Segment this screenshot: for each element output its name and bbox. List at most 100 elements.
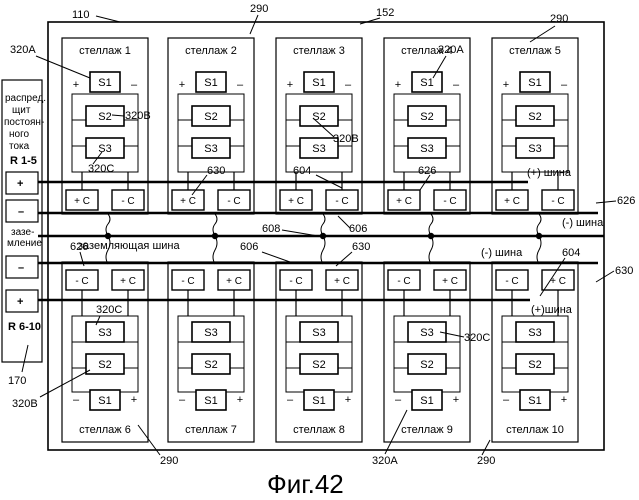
ref-110-arrow — [96, 16, 120, 22]
panel-title-line-5: тока — [9, 141, 30, 152]
ref-630-bottom: 630 — [352, 241, 370, 253]
rack-2-neg-connector-label: - C — [227, 196, 240, 207]
rack-8-neg-connector-label: - C — [289, 276, 302, 287]
rack-3-pos-connector-label: + C — [288, 196, 304, 207]
rack-9-plus-mark: + — [453, 394, 459, 406]
rack-4-s3-label: S3 — [420, 143, 433, 155]
ref-320c-rack6: 320C — [96, 304, 122, 316]
ref-290-right: 290 — [550, 13, 568, 25]
rack-4-neg-connector-label: - C — [443, 196, 456, 207]
rack-1: стеллаж 1+–S1S2S3+ C- C — [62, 38, 148, 214]
panel-group-bottom: R 6-10 — [8, 321, 41, 333]
rack-8-minus-mark: – — [287, 394, 294, 406]
ref-110: 110 — [72, 9, 90, 21]
rack-5: стеллаж 5+–S1S2S3+ C- C — [492, 38, 578, 214]
rack-1-minus-mark: – — [131, 79, 138, 91]
ground-lead-bottom-4 — [429, 236, 433, 264]
panel-group-top: R 1-5 — [10, 155, 37, 167]
rack-3-s2-label: S2 — [312, 111, 325, 123]
rack-10: - C+ CS3S2S1–+стеллаж 10 — [492, 262, 578, 442]
rack-3-s1-label: S1 — [312, 77, 325, 89]
rack-2-minus-mark: – — [237, 79, 244, 91]
pos-bus-bottom-label: (+)шина — [531, 304, 573, 316]
ref-320a-left-arrow — [36, 56, 90, 78]
rack-9-s3-label: S3 — [420, 327, 433, 339]
rack-1-plus-mark: + — [73, 79, 79, 91]
neg-bus-bottom-label: (-) шина — [481, 247, 523, 259]
rack-7-title: стеллаж 7 — [185, 424, 237, 436]
rack-8-plus-mark: + — [345, 394, 351, 406]
ground-lead-top-2 — [213, 214, 217, 236]
rack-8-s3-label: S3 — [312, 327, 325, 339]
ref-606-top: 606 — [349, 223, 367, 235]
ref-290-top: 290 — [250, 3, 268, 15]
rack-6: - C+ CS3S2S1–+стеллаж 6 — [62, 262, 148, 442]
rack-4-plus-mark: + — [395, 79, 401, 91]
rack-10-minus-mark: – — [503, 394, 510, 406]
rack-2-s3-label: S3 — [204, 143, 217, 155]
rack-5-title: стеллаж 5 — [509, 45, 561, 57]
rack-3-neg-connector-label: - C — [335, 196, 348, 207]
rack-4-s2-label: S2 — [420, 111, 433, 123]
rack-10-title: стеллаж 10 — [506, 424, 564, 436]
racks-top-row: стеллаж 1+–S1S2S3+ C- Cстеллаж 2+–S1S2S3… — [62, 38, 578, 214]
rack-2-s2-label: S2 — [204, 111, 217, 123]
rack-6-pos-connector-label: + C — [120, 276, 136, 287]
ref-608: 608 — [262, 223, 280, 235]
ref-152: 152 — [376, 7, 394, 19]
ref-626-bottom: 626 — [70, 241, 88, 253]
ground-lead-top-4 — [429, 214, 433, 236]
rack-6-title: стеллаж 6 — [79, 424, 131, 436]
rack-7-neg-connector-label: - C — [181, 276, 194, 287]
rack-8: - C+ CS3S2S1–+стеллаж 8 — [276, 262, 362, 442]
rack-2-title: стеллаж 2 — [185, 45, 237, 57]
ref-606-bottom-arrow — [262, 252, 290, 262]
ref-290-bottom-left: 290 — [160, 455, 178, 467]
rack-3-plus-mark: + — [287, 79, 293, 91]
ground-node-3 — [320, 233, 326, 239]
ref-320a-bottom: 320A — [372, 455, 398, 467]
ref-320a-left: 320A — [10, 44, 36, 56]
rack-7-minus-mark: – — [179, 394, 186, 406]
rack-6-neg-connector-label: - C — [75, 276, 88, 287]
rack-1-s3-label: S3 — [98, 143, 111, 155]
rack-9-minus-mark: – — [395, 394, 402, 406]
rack-6-minus-mark: – — [73, 394, 80, 406]
rack-1-s1-label: S1 — [98, 77, 111, 89]
panel-title-line-3: постоян- — [4, 117, 44, 128]
rack-9-s2-label: S2 — [420, 359, 433, 371]
rack-5-neg-connector-label: - C — [551, 196, 564, 207]
rack-10-plus-mark: + — [561, 394, 567, 406]
ref-320b-rack3: 320B — [333, 133, 359, 145]
ref-626-top: 626 — [418, 165, 436, 177]
rack-4-s1-label: S1 — [420, 77, 433, 89]
ref-320c-rack1: 320C — [88, 163, 114, 175]
rack-1-pos-connector-label: + C — [74, 196, 90, 207]
ref-320c-rack9: 320C — [464, 332, 490, 344]
ground-node-2 — [212, 233, 218, 239]
ground-node-1 — [105, 233, 111, 239]
ref-604-top: 604 — [293, 165, 311, 177]
neg-bus-top-label: (-) шина — [562, 217, 604, 229]
rack-9-pos-connector-label: + C — [442, 276, 458, 287]
rack-10-s3-label: S3 — [528, 327, 541, 339]
rack-3-s3-label: S3 — [312, 143, 325, 155]
ref-630-right: 630 — [615, 265, 633, 277]
ref-320b-rack1: 320B — [125, 110, 151, 122]
ref-320b-rack6: 320B — [12, 398, 38, 410]
rack-2-pos-connector-label: + C — [180, 196, 196, 207]
ground-lead-top-3 — [321, 214, 325, 236]
rack-10-s1-label: S1 — [528, 395, 541, 407]
ref-626-right: 626 — [617, 195, 635, 207]
ground-lead-top-1 — [106, 214, 110, 236]
rack-9-neg-connector-label: - C — [397, 276, 410, 287]
pos-bus-top-label: (+) шина — [527, 167, 572, 179]
rack-5-s3-label: S3 — [528, 143, 541, 155]
panel-ground-line-2: мление — [7, 238, 42, 249]
racks-bottom-row: - C+ CS3S2S1–+стеллаж 6- C+ CS3S2S1–+сте… — [62, 262, 578, 442]
rack-7-pos-connector-label: + C — [226, 276, 242, 287]
ref-290-right-arrow — [530, 26, 555, 42]
rack-1-neg-connector-label: - C — [121, 196, 134, 207]
rack-3-minus-mark: – — [345, 79, 352, 91]
